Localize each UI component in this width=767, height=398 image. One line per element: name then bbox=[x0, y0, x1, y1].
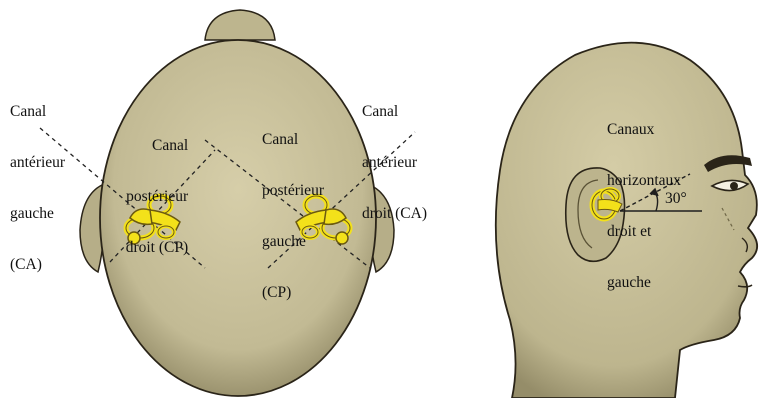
label-line: antérieur bbox=[10, 154, 65, 171]
top-view-head bbox=[40, 10, 415, 396]
label-line: gauche bbox=[10, 205, 65, 222]
label-line: horizontaux bbox=[607, 172, 681, 189]
label-right-anterior-canal: Canal antérieur droit (CA) bbox=[362, 69, 427, 239]
label-line: droit (CP) bbox=[118, 239, 188, 256]
nose-top-view bbox=[205, 10, 275, 40]
label-line: Canal bbox=[118, 137, 188, 154]
label-left-posterior-canal: Canal postérieur gauche (CP) bbox=[262, 97, 324, 318]
label-line: Canal bbox=[262, 131, 324, 148]
label-line: gauche bbox=[262, 233, 324, 250]
label-line: droit (CA) bbox=[362, 205, 427, 222]
label-line: antérieur bbox=[362, 154, 427, 171]
label-line: Canaux bbox=[607, 121, 681, 138]
label-angle: 30° bbox=[665, 190, 687, 207]
label-line: gauche bbox=[607, 274, 681, 291]
label-line: postérieur bbox=[118, 188, 188, 205]
pupil bbox=[730, 182, 738, 190]
label-line: postérieur bbox=[262, 182, 324, 199]
label-left-anterior-canal: Canal antérieur gauche (CA) bbox=[10, 69, 65, 290]
label-line: droit et bbox=[607, 223, 681, 240]
label-line: (CP) bbox=[262, 284, 324, 301]
label-right-posterior-canal: Canal postérieur droit (CP) bbox=[118, 103, 188, 273]
label-line: Canal bbox=[10, 103, 65, 120]
label-line: Canal bbox=[362, 103, 427, 120]
label-line: (CA) bbox=[10, 256, 65, 273]
